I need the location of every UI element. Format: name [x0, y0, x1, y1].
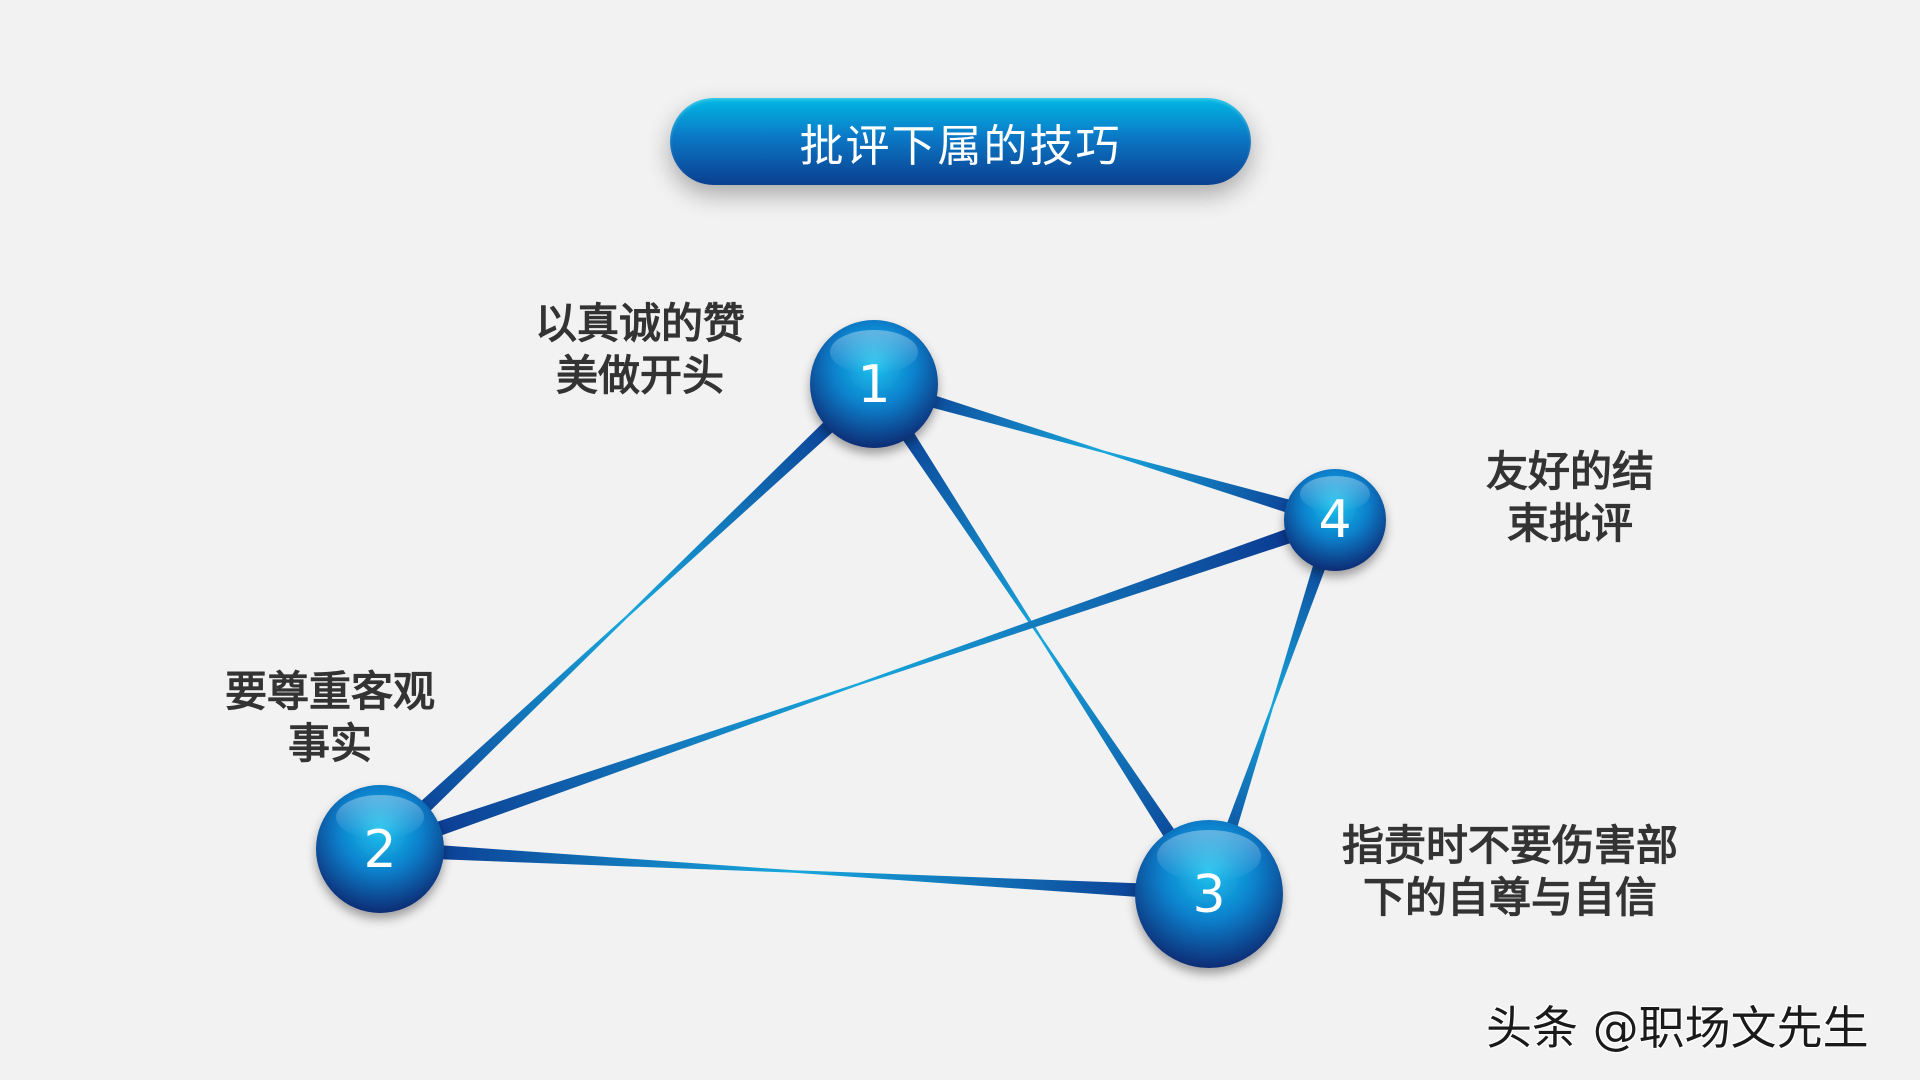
- node-3-label: 3: [1192, 865, 1225, 925]
- node-2-label: 2: [363, 820, 396, 880]
- node-1-sheen: [830, 330, 918, 374]
- node-1-caption: 以真诚的赞 美做开头: [510, 298, 770, 402]
- node-2-caption-line2: 事实: [287, 719, 372, 768]
- node-3-sheen: [1157, 830, 1261, 882]
- edge-3-4: [1201, 517, 1343, 897]
- node-2-sheen: [336, 795, 424, 839]
- edge-1-2: [374, 378, 880, 855]
- node-2: 2: [316, 785, 444, 913]
- node-3-caption-line1: 指责时不要伤害部: [1341, 821, 1678, 870]
- edge-2-4: [377, 512, 1338, 857]
- node-1-caption-line2: 美做开头: [555, 351, 724, 400]
- node-1: 1: [810, 320, 938, 448]
- node-3-caption: 指责时不要伤害部 下的自尊与自信: [1310, 820, 1710, 924]
- edges: [374, 376, 1343, 902]
- node-2-caption: 要尊重客观 事实: [205, 666, 455, 770]
- node-1-caption-line1: 以真诚的赞: [534, 299, 745, 348]
- node-4-label: 4: [1318, 490, 1351, 550]
- page-title: 批评下属的技巧: [799, 120, 1122, 172]
- node-1-label: 1: [857, 355, 890, 415]
- edge-1-3: [867, 379, 1216, 899]
- node-2-caption-line1: 要尊重客观: [224, 667, 435, 716]
- node-4: 4: [1284, 469, 1386, 571]
- node-4-sheen: [1300, 476, 1370, 512]
- edge-1-4: [871, 376, 1338, 528]
- node-3: 3: [1135, 820, 1283, 968]
- node-4-caption-line1: 友好的结: [1485, 447, 1654, 496]
- edge-2-3: [379, 841, 1210, 902]
- watermark: 头条 @职场文先生: [1486, 1001, 1869, 1055]
- node-3-caption-line2: 下的自尊与自信: [1362, 873, 1657, 922]
- node-4-caption-line2: 束批评: [1506, 499, 1633, 548]
- node-4-caption: 友好的结 束批评: [1460, 446, 1680, 550]
- title-banner: 批评下属的技巧: [670, 98, 1251, 185]
